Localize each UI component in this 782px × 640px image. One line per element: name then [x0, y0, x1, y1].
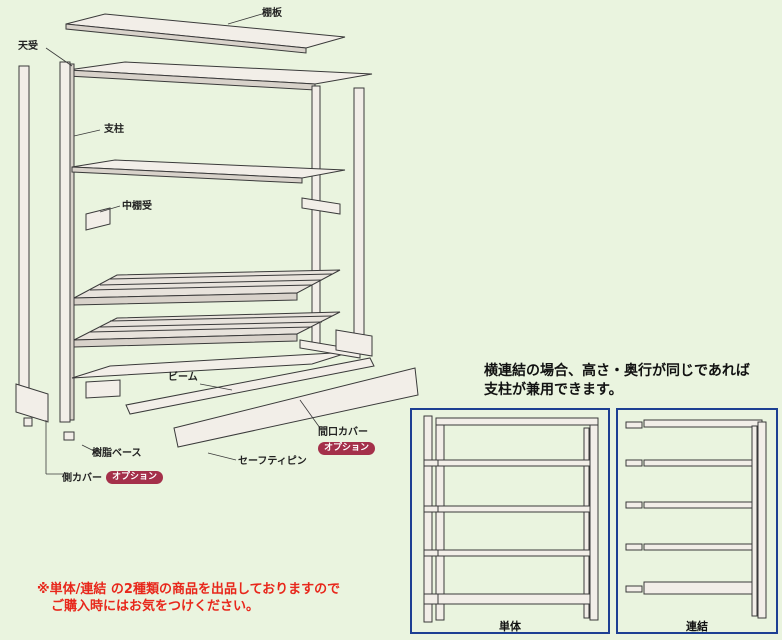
label-resin-base: 樹脂ベース — [92, 448, 142, 459]
label-side-cover: 側カバー — [62, 473, 102, 484]
linked-unit-illustration — [625, 419, 767, 619]
single-caption: 単体 — [499, 620, 521, 633]
label-top-receiver: 天受 — [18, 41, 38, 52]
label-safety-pin: セーフティピン — [238, 456, 307, 467]
left-rear-post — [18, 65, 30, 400]
label-beam: ビーム — [168, 372, 198, 383]
single-unit-panel: 単体 — [410, 408, 610, 634]
note-line-2: 支柱が兼用できます。 — [484, 382, 623, 398]
linked-unit-panel: 連結 — [616, 408, 778, 634]
purchase-warning: ※単体/連結 の2種類の商品を出品しておりますので ご購入時にはお気をつけくださ… — [37, 581, 417, 615]
warning-line-1: ※単体/連結 の2種類の商品を出品しておりますので — [37, 582, 341, 597]
option-badge: オプション — [106, 471, 164, 484]
left-front-post — [59, 61, 71, 423]
label-post: 支柱 — [104, 124, 124, 135]
label-front-cover: 間口カバー — [318, 427, 368, 438]
label-shelf-board: 棚板 — [262, 8, 282, 19]
single-unit-illustration — [423, 415, 599, 623]
front-cover-part — [173, 367, 419, 448]
label-mid-receiver: 中棚受 — [122, 201, 152, 212]
connection-note: 横連結の場合、高さ・奥行が同じであれば 支柱が兼用できます。 — [484, 362, 776, 400]
linked-caption: 連結 — [686, 620, 708, 633]
option-badge: オプション — [318, 442, 376, 455]
beam-part — [125, 357, 375, 415]
note-line-1: 横連結の場合、高さ・奥行が同じであれば — [484, 363, 750, 379]
side-cover-part — [15, 383, 49, 423]
warning-line-2: ご購入時にはお気をつけください。 — [51, 599, 260, 614]
